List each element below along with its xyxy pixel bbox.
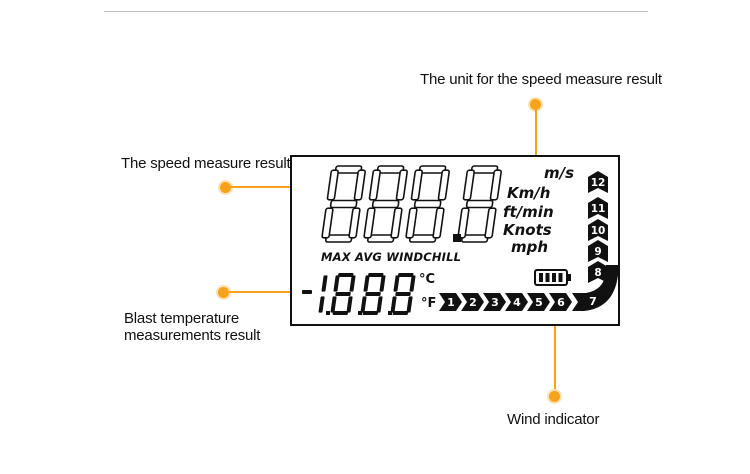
battery-bar-1 — [539, 273, 543, 282]
wind-callout-dot — [549, 391, 560, 402]
battery-terminal — [568, 274, 571, 281]
unit-knots: Knots — [503, 221, 552, 239]
wind-arrow-6 — [549, 293, 572, 311]
wind-arrow-label-4: 4 — [513, 296, 521, 309]
top-divider — [104, 11, 648, 12]
mode-labels: MAX AVG WINDCHILL — [321, 250, 462, 264]
wind-arrow-label-7: 7 — [589, 295, 597, 308]
temp-callout-label-2: measurements result — [124, 327, 261, 344]
speed-callout-dot — [220, 182, 231, 193]
temp-point-3 — [388, 311, 392, 315]
temp-callout-dot — [218, 287, 229, 298]
unit-callout-leader — [535, 110, 537, 168]
wind-arrow-12 — [588, 171, 608, 193]
temp-digit-2 — [330, 273, 356, 315]
wind-arrow-label-8: 8 — [594, 267, 601, 279]
unit-ms: m/s — [544, 164, 575, 182]
speed-digit-2 — [363, 165, 408, 243]
temp-digit-1 — [318, 275, 328, 313]
wind-arrow-label-12: 12 — [591, 177, 606, 189]
wind-arrow-1 — [439, 293, 462, 311]
speed-callout-label: The speed measure result — [121, 155, 291, 172]
unit-mph: mph — [511, 238, 549, 256]
speed-digit-1 — [321, 165, 366, 243]
temp-minus-sign — [302, 290, 312, 294]
speed-callout-leader — [231, 186, 344, 188]
temp-digit-4 — [390, 273, 416, 315]
wind-arrow-8 — [588, 261, 608, 283]
speed-decimal-point — [453, 234, 461, 242]
temp-digit-3 — [360, 273, 386, 315]
wind-arrow-label-11: 11 — [591, 203, 606, 215]
wind-callout-leader — [554, 310, 556, 392]
wind-arrow-5 — [527, 293, 550, 311]
battery-bar-3 — [552, 273, 556, 282]
unit-callout-label: The unit for the speed measure result — [420, 71, 662, 88]
wind-arrow-2 — [461, 293, 484, 311]
wind-arrow-4 — [505, 293, 528, 311]
wind-arrow-label-2: 2 — [469, 296, 477, 309]
temp-unit-fahrenheit: °F — [421, 296, 437, 311]
temp-point-1 — [326, 311, 330, 315]
temp-callout-leader — [229, 291, 311, 293]
wind-arrow-label-5: 5 — [535, 296, 543, 309]
wind-arrow-label-6: 6 — [557, 296, 565, 309]
speed-digit-3 — [405, 165, 450, 243]
wind-arrow-label-9: 9 — [594, 246, 601, 258]
speed-digit-4 — [457, 165, 502, 243]
temp-point-2 — [358, 311, 362, 315]
wind-arrow-label-3: 3 — [491, 296, 499, 309]
battery-bar-4 — [558, 273, 563, 282]
wind-arrow-11 — [588, 197, 608, 219]
battery-bar-2 — [545, 273, 550, 282]
unit-ftmin: ft/min — [503, 203, 554, 221]
wind-arrow-3 — [483, 293, 506, 311]
unit-callout-dot — [530, 99, 541, 110]
wind-arrow-label-1: 1 — [447, 296, 455, 309]
wind-callout-label: Wind indicator — [507, 411, 600, 428]
temp-callout-label-1: Blast temperature — [124, 310, 239, 327]
wind-arrow-label-10: 10 — [591, 225, 606, 237]
temp-unit-celsius: °C — [419, 272, 436, 287]
wind-arrow-9 — [588, 240, 608, 262]
wind-arrow-10 — [588, 219, 608, 241]
unit-kmh: Km/h — [507, 184, 551, 202]
